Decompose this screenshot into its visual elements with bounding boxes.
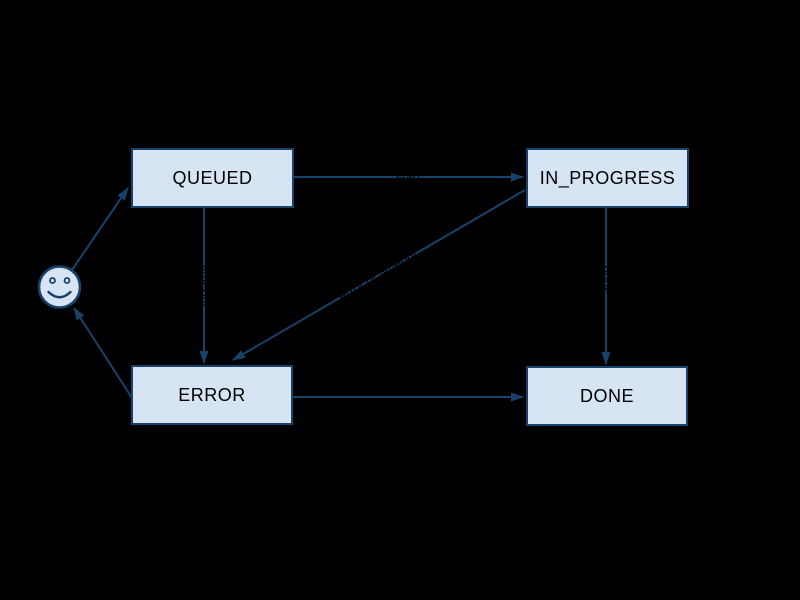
node-start-smiley: [37, 265, 82, 309]
node-queued: QUEUED: [131, 148, 294, 208]
edge-in-progress-to-error: error or timeout: [232, 189, 526, 361]
node-done: DONE: [526, 366, 688, 426]
node-error: ERROR: [131, 365, 293, 425]
node-in-progress-label: IN_PROGRESS: [540, 168, 676, 189]
edge-label-queued-error: timeout: [198, 265, 213, 308]
edge-label-in-progress-error: error or timeout: [336, 246, 421, 304]
smiley-left-eye-icon: [49, 277, 56, 284]
node-done-box: [526, 366, 688, 426]
edge-line-in-progress-error: [232, 189, 526, 361]
edge-label-in-progress-done: done: [600, 266, 615, 295]
node-in-progress-box: [526, 148, 689, 208]
node-done-label: DONE: [580, 386, 634, 406]
edge-queued-to-error: timeout: [198, 208, 213, 364]
edge-line-error-start: [73, 307, 133, 399]
smiley-right-eye-icon: [63, 277, 71, 284]
edge-in-progress-to-done: done: [600, 208, 615, 365]
node-error-label: ERROR: [178, 385, 246, 405]
smiley-face-icon: [37, 265, 82, 309]
edge-error-to-start: [73, 307, 133, 399]
node-error-box: [131, 365, 293, 425]
smiley-mouth-icon: [47, 290, 72, 299]
node-queued-label: QUEUED: [172, 168, 252, 188]
edge-start-to-queued: [71, 187, 129, 271]
edge-queued-to-in-progress: start: [293, 169, 524, 184]
node-queued-box: [131, 148, 294, 208]
edge-line-start-queued: [71, 187, 129, 271]
edge-label-queued-in-progress: start: [395, 169, 421, 184]
node-in-progress: IN_PROGRESS: [526, 148, 689, 208]
